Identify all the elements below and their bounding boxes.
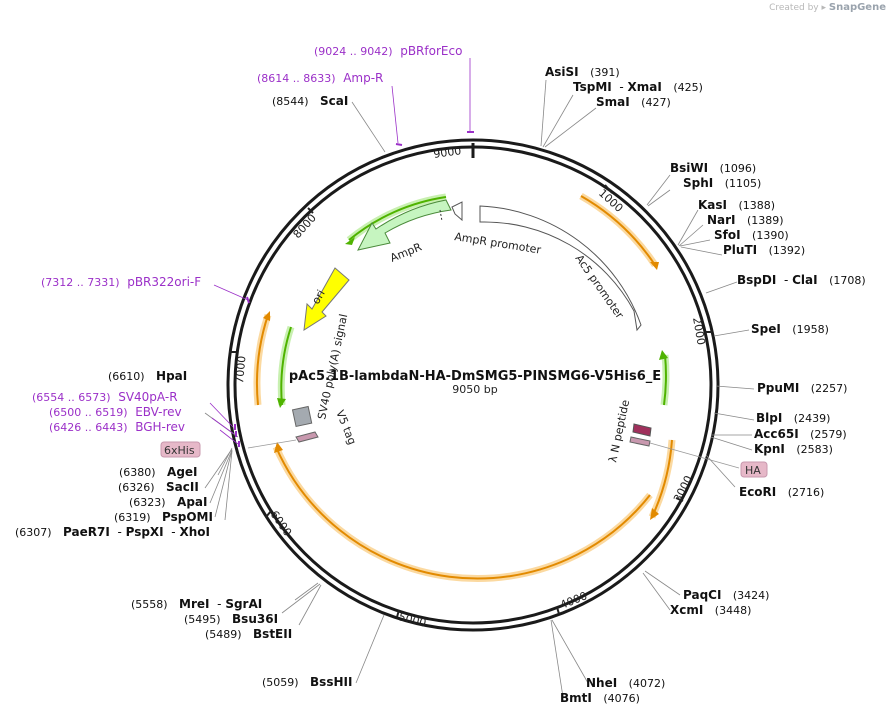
tick-9000: 9000 [433, 144, 463, 161]
site-bsiwi[interactable]: BsiWI (1096) [670, 161, 757, 175]
site-spei[interactable]: SpeI (1958) [751, 322, 829, 336]
site-paqci[interactable]: PaqCI (3424) [683, 588, 770, 602]
orange-feature-arc-3 [275, 446, 651, 580]
site-sacii[interactable]: (6326) SacII [118, 480, 199, 494]
v5-tag-arrow [295, 431, 319, 443]
tick-7000: 7000 [233, 355, 248, 384]
site-sphi[interactable]: SphI (1105) [683, 176, 762, 190]
ha-tag-label: HA [745, 464, 761, 477]
primer-leaders [209, 58, 471, 445]
site-blpi[interactable]: BlpI (2439) [756, 411, 831, 425]
ampr-arrow [357, 199, 452, 251]
site-kasi[interactable]: KasI (1388) [698, 198, 776, 212]
orange-feature-arc-1 [580, 195, 656, 266]
site-mrei-sgrai[interactable]: (5558) MreI - SgrAI [131, 597, 263, 611]
ac5-promoter-arrow [479, 205, 642, 332]
site-hpai[interactable]: (6610) HpaI [108, 369, 188, 383]
ori-label: ori [309, 288, 327, 307]
site-ecori[interactable]: EcoRI (2716) [739, 485, 825, 499]
site-pluti[interactable]: PluTI (1392) [723, 243, 806, 257]
site-tspmi-xmai[interactable]: TspMI - XmaI (425) [573, 80, 703, 94]
orange-feature-arc-4 [255, 314, 269, 406]
site-agei[interactable]: (6380) AgeI [119, 465, 198, 479]
ori-arrow [303, 267, 350, 331]
site-bmti[interactable]: BmtI (4076) [560, 691, 640, 705]
plasmid-length: 9050 bp [452, 383, 497, 396]
site-smai[interactable]: SmaI (427) [596, 95, 671, 109]
plasmid-backbone-outer [226, 138, 720, 632]
site-nhei[interactable]: NheI (4072) [586, 676, 666, 690]
site-bsu36i[interactable]: (5495) Bsu36I [184, 612, 279, 626]
snapgene-watermark: Created by ▸ SnapGene [769, 2, 886, 13]
site-xcmi[interactable]: XcmI (3448) [670, 603, 752, 617]
site-asisi[interactable]: AsiSI (391) [545, 65, 620, 79]
primer-marks [234, 131, 474, 447]
site-leader-lines [204, 79, 755, 698]
plasmid-title: pAc5.1B-lambdaN-HA-DmSMG5-PINSMG6-V5His6… [289, 369, 661, 384]
site-paer7i-pspxi-xhoi[interactable]: (6307) PaeR7I - PspXI - XhoI [15, 525, 210, 539]
lambda-small-tag [629, 436, 651, 447]
tick-2000: 2000 [690, 316, 708, 346]
site-ppumi[interactable]: PpuMI (2257) [757, 381, 848, 395]
site-bsteii[interactable]: (5489) BstEII [205, 627, 293, 641]
site-nari[interactable]: NarI (1389) [707, 213, 784, 227]
green-feature-arc-3 [348, 196, 447, 241]
feature-arcs [253, 192, 676, 583]
site-bspdi-clai[interactable]: BspDI - ClaI (1708) [737, 273, 866, 287]
site-sfoi[interactable]: SfoI (1390) [714, 228, 789, 242]
his-tag-label: 6xHis [164, 444, 195, 457]
site-acc65i[interactable]: Acc65I (2579) [754, 427, 847, 441]
site-psppomi[interactable]: (6319) PspOMI [114, 510, 213, 524]
lambda-n-peptide-box [632, 423, 652, 437]
site-apai[interactable]: (6323) ApaI [129, 495, 208, 509]
ampr-promoter-arrow [451, 201, 463, 222]
site-scai[interactable]: (8544) ScaI [272, 94, 349, 108]
sv40-box [291, 405, 313, 428]
site-kpni[interactable]: KpnI (2583) [754, 442, 833, 456]
site-besshii[interactable]: (5059) BssHII [262, 675, 353, 689]
